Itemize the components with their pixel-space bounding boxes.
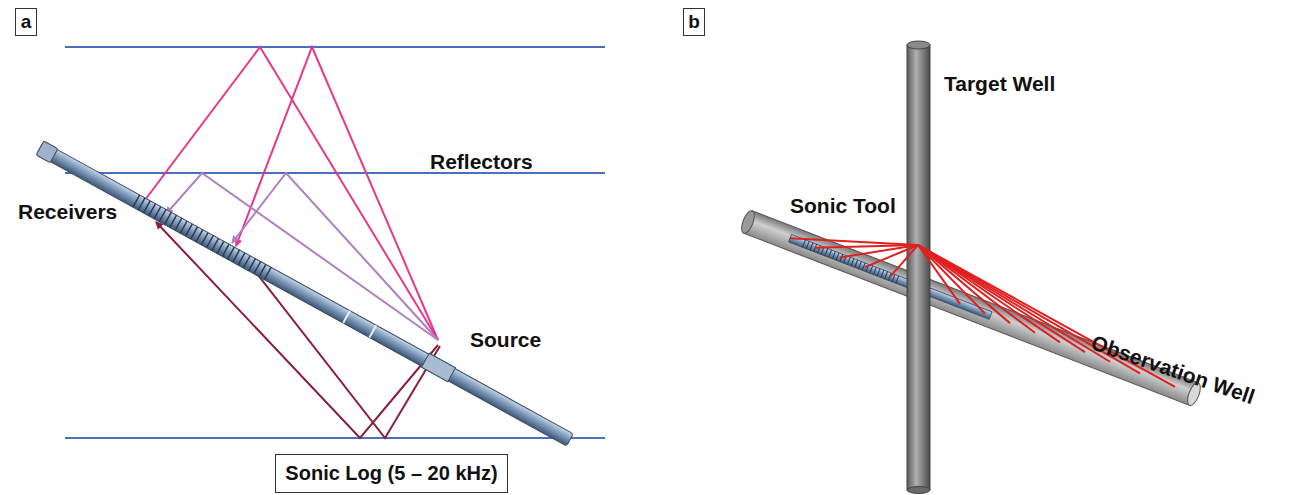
title-text: Sonic Log (5 – 20 kHz) — [285, 462, 497, 485]
receiver-label: Receivers — [18, 200, 117, 224]
panel-letter-box: b — [683, 8, 705, 36]
panel-letter: b — [688, 11, 700, 33]
reflector-label: Reflectors — [430, 150, 533, 174]
tool-label: Sonic Tool — [790, 194, 896, 218]
source-label: Source — [470, 328, 541, 352]
panel-letter: a — [21, 11, 32, 33]
well-label: Target Well — [944, 72, 1055, 96]
panel-letter-box: a — [15, 8, 37, 36]
title-box: Sonic Log (5 – 20 kHz) — [275, 454, 508, 493]
